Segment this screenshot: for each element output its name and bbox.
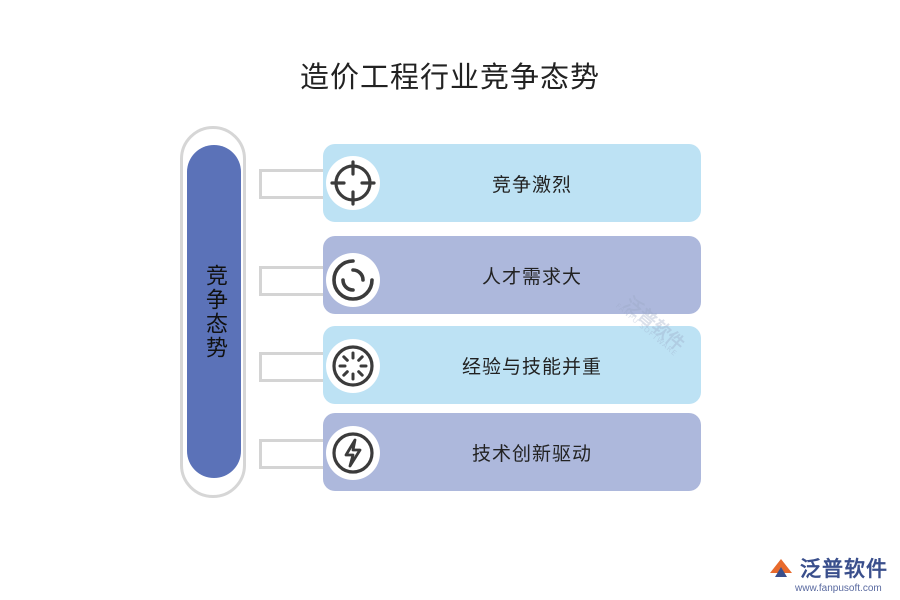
item-row-3: 经验与技能并重 — [323, 326, 701, 404]
item-label-2: 人才需求大 — [481, 265, 582, 288]
page-title: 造价工程行业竞争态势 — [299, 60, 600, 94]
item-label-3: 经验与技能并重 — [461, 355, 602, 378]
center-label: 竞争态势 — [202, 263, 227, 360]
refresh-icon — [326, 253, 380, 307]
item-row-4: 技术创新驱动 — [323, 413, 701, 491]
brand-logo: 泛普软件 — [766, 552, 888, 584]
center-pill: 竞争态势 — [187, 145, 241, 478]
watermark-text: 泛普软件 — [619, 292, 689, 356]
brand-url: www.fanpusoft.com — [795, 583, 882, 594]
item-row-2: 人才需求大 — [323, 236, 701, 314]
crosshair-icon — [326, 156, 380, 210]
brand-logo-icon — [770, 559, 792, 577]
item-row-1: 竞争激烈 — [323, 144, 701, 222]
lightning-icon — [326, 426, 380, 480]
loading-icon — [326, 339, 380, 393]
brand-name: 泛普软件 — [800, 557, 888, 581]
item-label-1: 竞争激烈 — [491, 173, 572, 196]
item-label-4: 技术创新驱动 — [471, 442, 592, 465]
